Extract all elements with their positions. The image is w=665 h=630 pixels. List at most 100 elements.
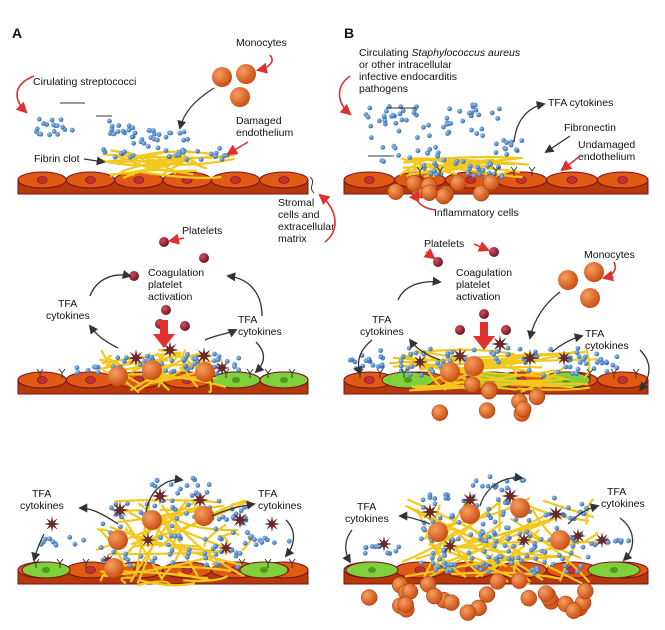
bacterium [163,134,169,140]
bacterium [581,356,586,362]
activated-platelet [547,505,565,523]
inflammatory-cell [435,187,452,205]
bacterium [216,498,222,504]
bacterium [236,355,242,361]
inflammatory-cell [520,589,538,607]
bacterium [603,359,609,365]
bacterium [413,350,419,356]
bacterium [177,130,183,136]
bacterium [479,126,485,132]
bacterium [542,559,547,565]
bacterium [598,357,604,362]
arrow-tfa-right-in-a [204,329,238,341]
bacterium [498,554,504,560]
stars-b3 [376,487,610,554]
label-circ-3-b: infective endocarditis [359,71,457,83]
panel-b-row3: TFA cytokines TFA cytokines [342,472,649,621]
cell-nucleus [36,176,48,184]
fibrin-strand [452,365,543,373]
bacterium [54,123,60,128]
fibrin-strand [203,524,227,548]
receptor [436,166,444,176]
arrow-inflammatory [408,189,437,211]
bacterium [466,110,472,116]
label-fibrin-clot: Fibrin clot [34,153,80,165]
inflammatory-cell [421,184,438,201]
bacterium [475,164,480,170]
panel-a-row1: Monocytes Cirulating streptococci Damage… [15,37,336,245]
bacterium [441,124,446,130]
bacterium [378,348,383,353]
fibrin-strand [505,354,519,378]
arrow-tfa-left-up-b [397,276,442,301]
arrow-fibrin-clot [83,156,106,166]
cell-nucleus [278,176,290,184]
receptor [400,368,408,378]
bacterium [506,548,511,554]
platelets-a2 [129,237,209,331]
bacterium [495,116,501,121]
bacterium [158,535,164,541]
bacterium [483,538,489,544]
bacterium [235,564,241,570]
bacterium [486,569,491,575]
fibrin-strand [161,504,244,577]
bacterium [155,137,160,143]
activated-cells-a2 [211,371,309,389]
bacterium [236,367,242,373]
bacterium [425,150,431,156]
bacterium [189,493,195,498]
bacterium [435,153,440,159]
bacterium [468,532,474,537]
activated-platelet [594,532,610,548]
activated-platelet [111,501,129,519]
cell-nucleus [364,376,375,384]
cell-nucleus [260,567,268,573]
bacterium [604,369,610,374]
activated-platelet [570,528,586,544]
bacterium [567,364,573,370]
receptor [222,368,230,378]
bacterium [486,506,491,512]
bacterium [532,570,537,576]
fibrin-strand [116,508,204,524]
bacterium [435,360,440,366]
bacterium [212,154,218,159]
cell-nucleus [280,377,288,383]
bacterium [67,534,73,540]
fibrin-strand [405,504,544,581]
bacterium [492,543,497,549]
bacterium [431,168,437,174]
bacterium [169,523,175,529]
bacterium [563,563,568,569]
bacterium [109,123,115,129]
bacteria-a1 [33,102,230,163]
bacterium [152,503,158,509]
arrow-undamaged [560,155,581,172]
bacterium [583,361,589,366]
bacterium [480,168,486,173]
arrow-monocyte-descend-a [177,87,215,130]
cell-nucleus [85,376,96,384]
bacterium [541,373,547,378]
bacterium [120,128,126,134]
bacterium [474,131,480,136]
bacterium [138,554,144,559]
label-undamaged-2: endothelium [578,151,635,163]
bacterium [107,118,112,124]
monocytes-a2 [108,360,215,386]
label-coag-3-b: activation [456,291,501,303]
label-coag-2-b: platelet [456,279,490,291]
bacterium [533,556,539,561]
bacterium [149,482,155,487]
bacteria-b3 [362,474,631,576]
fibrin-strand [407,158,516,166]
bacterium [397,111,403,117]
bacterium [428,346,433,352]
cell-nucleus [230,176,241,184]
bacterium [360,363,366,369]
fibrin-strand [401,504,497,563]
cell-nucleus [364,176,375,184]
label-coag-2-a: platelet [148,279,182,291]
bacterium [152,555,158,561]
